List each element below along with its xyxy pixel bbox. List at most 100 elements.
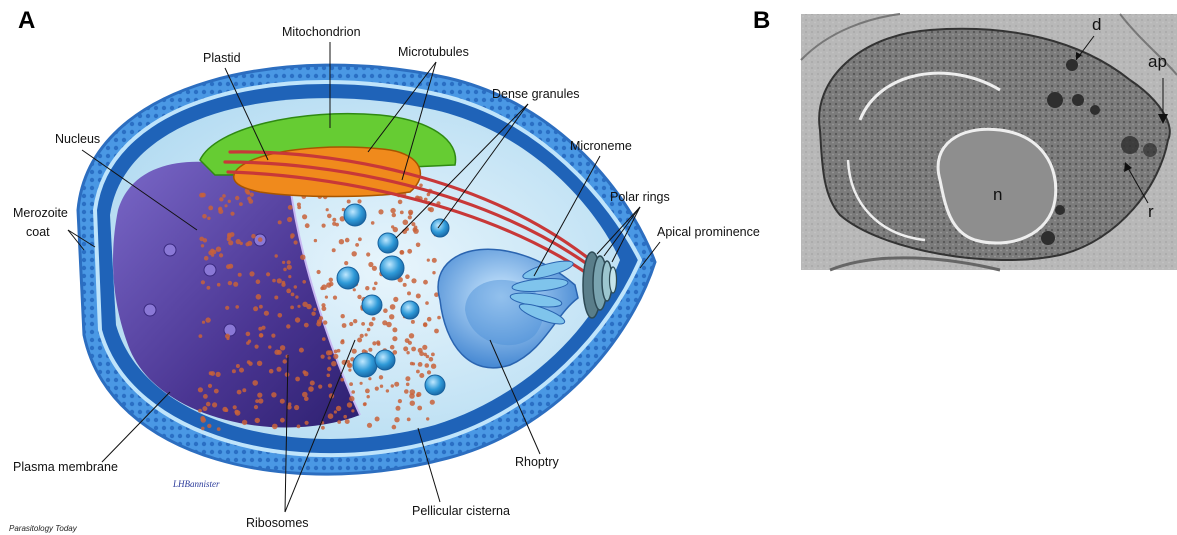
- ribosome-dot: [332, 222, 336, 226]
- ribosome-dot: [209, 371, 213, 375]
- dense-granule: [378, 233, 398, 253]
- ribosome-dot: [235, 410, 241, 416]
- ribosome-dot: [277, 367, 282, 372]
- nucleus-pore: [204, 264, 216, 276]
- ribosome-dot: [333, 296, 337, 300]
- dense-granule: [337, 267, 359, 289]
- ribosome-dot: [212, 402, 217, 407]
- ribosome-dot: [282, 281, 286, 285]
- ribosome-dot: [218, 207, 222, 211]
- ribosome-dot: [376, 340, 380, 344]
- dense-granule: [401, 301, 419, 319]
- ribosome-dot: [280, 399, 285, 404]
- label-merozoite-coat-2: coat: [26, 225, 50, 239]
- ribosome-dot: [258, 398, 263, 403]
- ribosome-dot: [352, 251, 357, 256]
- ribosome-dot: [250, 193, 254, 197]
- ribosome-dot: [391, 384, 394, 387]
- ribosome-dot: [360, 382, 363, 385]
- ribosome-dot: [201, 193, 206, 198]
- ribosome-dot: [427, 259, 430, 262]
- ribosome-dot: [378, 209, 383, 214]
- ribosome-dot: [257, 361, 262, 366]
- ribosome-dot: [411, 222, 415, 226]
- ribosome-dot: [232, 369, 236, 373]
- ribosome-dot: [287, 405, 292, 410]
- ribosome-dot: [347, 363, 352, 368]
- ribosome-dot: [198, 387, 203, 392]
- ribosome-dot: [416, 370, 420, 374]
- ribosome-dot: [357, 199, 361, 203]
- panel-b-letter: B: [753, 7, 770, 34]
- ribosome-dot: [390, 345, 395, 350]
- ribosome-dot: [274, 350, 279, 355]
- ribosome-dot: [297, 425, 301, 429]
- ribosome-dot: [375, 417, 380, 422]
- ribosome-dot: [297, 305, 300, 308]
- ribosome-dot: [340, 378, 344, 382]
- ribosome-dot: [352, 349, 357, 354]
- ribosome-dot: [351, 409, 354, 412]
- ribosome-dot: [410, 389, 416, 395]
- ribosome-dot: [302, 280, 306, 284]
- micrograph-label-ap: ap: [1148, 52, 1167, 71]
- ribosome-dot: [228, 240, 233, 245]
- ribosome-dot: [416, 243, 421, 248]
- ribosome-dot: [372, 317, 376, 321]
- ribosome-dot: [383, 308, 388, 313]
- ribosome-dot: [369, 322, 374, 327]
- ribosome-dot: [374, 282, 378, 286]
- ribosome-dot: [201, 244, 204, 247]
- ribosome-dot: [371, 221, 375, 225]
- micrograph-label-d: d: [1092, 15, 1101, 34]
- ribosome-dot: [283, 268, 287, 272]
- dense-granule: [353, 353, 377, 377]
- ribosome-dot: [290, 233, 295, 238]
- ribosome-dot: [238, 273, 242, 277]
- ribosome-dot: [321, 303, 325, 307]
- ribosome-dot: [237, 390, 242, 395]
- ribosome-dot: [217, 283, 221, 287]
- ribosome-dot: [408, 215, 412, 219]
- ribosome-dot: [426, 417, 429, 420]
- ribosome-dot: [290, 306, 294, 310]
- ribosome-dot: [344, 261, 348, 265]
- ribosome-dot: [242, 420, 247, 425]
- ribosome-dot: [247, 360, 251, 364]
- dense-granule: [344, 204, 366, 226]
- ribosome-dot: [329, 278, 333, 282]
- ribosome-dot: [259, 333, 263, 337]
- ribosome-dot: [227, 233, 231, 237]
- ribosome-dot: [225, 306, 229, 310]
- ribosome-dot: [327, 214, 332, 219]
- ribosome-dot: [341, 314, 345, 318]
- ribosome-dot: [235, 196, 239, 200]
- ribosome-dot: [203, 238, 207, 242]
- ribosome-dot: [400, 250, 405, 255]
- ribosome-dot: [349, 322, 353, 326]
- ribosome-dot: [280, 345, 285, 350]
- ribosome-dot: [348, 369, 351, 372]
- ribosome-dot: [396, 406, 401, 411]
- ribosome-dot: [437, 316, 441, 320]
- ribosome-dot: [219, 197, 223, 201]
- ribosome-dot: [210, 249, 214, 253]
- ribosome-dot: [271, 392, 276, 397]
- ribosome-dot: [408, 341, 412, 345]
- ribosome-dot: [216, 372, 221, 377]
- ribosome-dot: [336, 406, 341, 411]
- label-mitochondrion: Mitochondrion: [282, 25, 361, 39]
- ribosome-dot: [247, 197, 251, 201]
- ribosome-dot: [226, 264, 231, 269]
- artist-signature: LHBannister: [172, 479, 220, 489]
- ribosome-dot: [294, 240, 298, 244]
- ribosome-dot: [308, 386, 314, 392]
- ribosome-dot: [278, 313, 283, 318]
- ribosome-dot: [403, 346, 408, 351]
- ribosome-dot: [345, 238, 350, 243]
- micrograph-label-r: r: [1148, 202, 1154, 221]
- ribosome-dot: [368, 348, 372, 352]
- ribosome-dot: [406, 383, 410, 387]
- ribosome-dot: [316, 322, 321, 327]
- ribosome-dot: [413, 228, 417, 232]
